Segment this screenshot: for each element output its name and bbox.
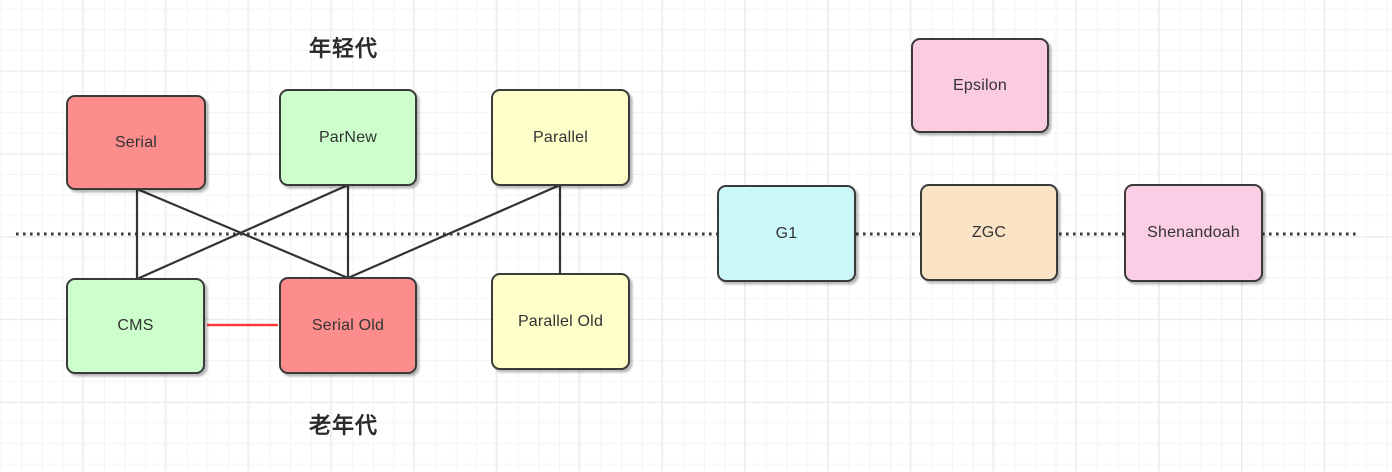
node-label: G1: [775, 224, 798, 242]
edge-parallel-to-serial-old[interactable]: [347, 183, 561, 280]
node-label: CMS: [117, 317, 154, 334]
node-label: Parallel: [533, 128, 588, 146]
node-label: Serial: [114, 133, 158, 151]
node-serial-old[interactable]: Serial Old: [279, 277, 417, 374]
node-label: Epsilon: [953, 76, 1007, 94]
edge-serial-to-serial-old[interactable]: [136, 187, 349, 280]
node-label: Serial Old: [311, 316, 385, 334]
old-generation-label: 老年代: [309, 413, 379, 438]
node-label: ParNew: [318, 128, 378, 146]
node-parallel[interactable]: Parallel: [491, 89, 630, 186]
young-generation-label: 年轻代: [309, 36, 379, 61]
node-label: Shenandoah: [1147, 224, 1240, 241]
node-parallel-old[interactable]: Parallel Old: [491, 273, 630, 370]
node-zgc[interactable]: ZGC: [920, 184, 1058, 281]
node-serial[interactable]: Serial: [66, 95, 206, 190]
edge-parnew-to-cms[interactable]: [136, 183, 349, 281]
node-parnew[interactable]: ParNew: [279, 89, 417, 186]
node-label: ZGC: [971, 223, 1007, 241]
node-cms[interactable]: CMS: [66, 278, 205, 374]
node-label: Parallel Old: [517, 312, 604, 330]
node-g1[interactable]: G1: [717, 185, 856, 282]
node-epsilon[interactable]: Epsilon: [911, 38, 1049, 133]
node-shenandoah[interactable]: Shenandoah: [1124, 184, 1263, 282]
